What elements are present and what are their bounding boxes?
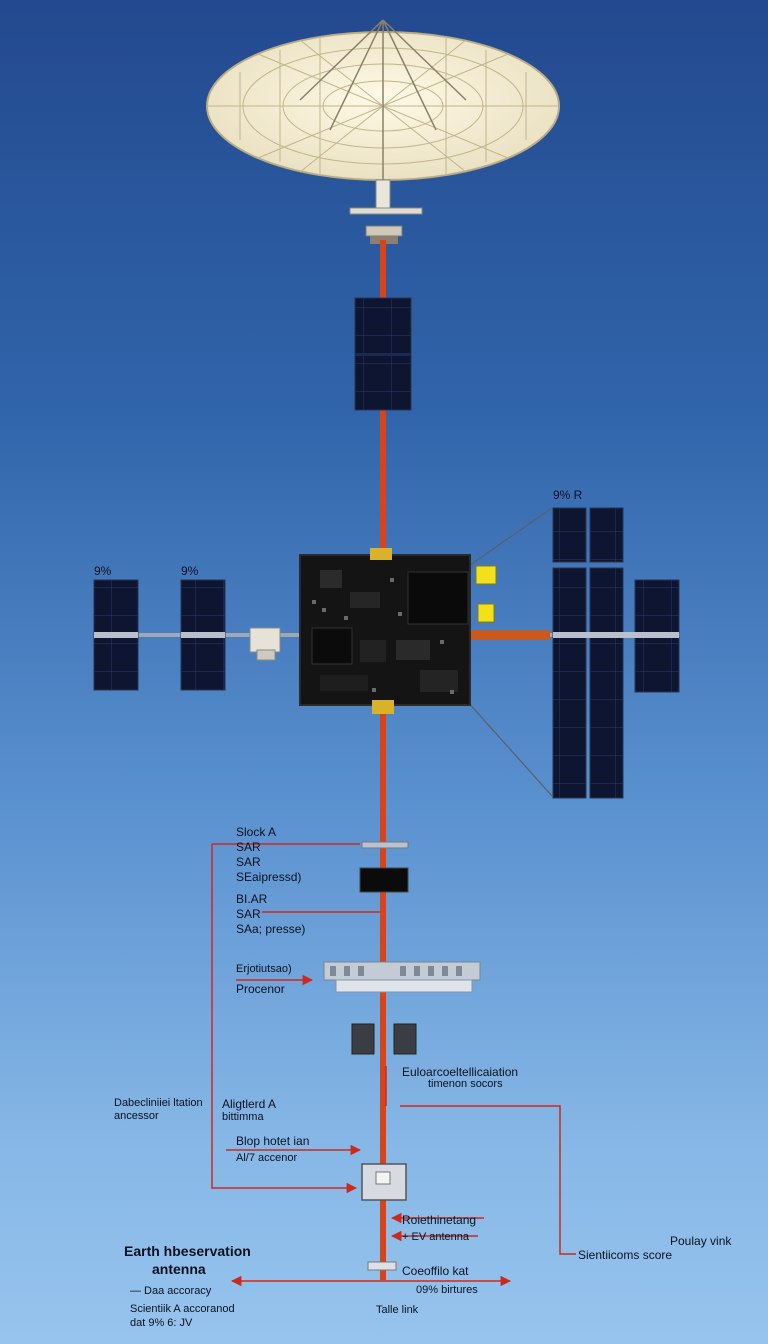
yellow-connectors [475, 565, 497, 623]
label-eripti: Erjotiutsao) [236, 963, 292, 975]
label-sar-compressed-1: SEaipressd) [236, 870, 302, 884]
label-pct-r: 9% R [553, 488, 583, 502]
label-processor: Procenor [236, 982, 285, 996]
label-euclid-2: timenon socors [428, 1078, 503, 1090]
label-table-link: Talle link [376, 1304, 419, 1316]
label-roiethine: Roiethinetang [402, 1213, 477, 1227]
label-ev-antenna: + EV antenna [402, 1231, 469, 1243]
label-sar-1: SAR [236, 840, 261, 854]
panel-leader-lines [465, 507, 553, 797]
label-coeffic: Coeoffilo kat [402, 1264, 469, 1278]
label-slot-a: Slock A [236, 825, 277, 839]
label-dalb-2: ancessor [114, 1110, 159, 1122]
label-aligned-1: Aligtlerd A [222, 1097, 277, 1111]
left-solar-array [93, 579, 306, 691]
label-poulay: Poulay vink [670, 1234, 732, 1248]
label-sar-2: SAR [236, 855, 261, 869]
label-sar-3: SAR [236, 907, 261, 921]
label-sientiic: Sientiicoms score [578, 1248, 673, 1262]
label-pct-left-2: 9% [181, 564, 199, 578]
label-pct-left-1: 9% [94, 564, 112, 578]
label-title-line2: antenna [152, 1261, 206, 1277]
label-title-line1: Earth hbeservation [124, 1243, 251, 1259]
dish-antenna [206, 19, 560, 244]
label-euclid-1: Euloarcoeltellicaiation [402, 1065, 519, 1079]
label-data-accuracy: — Daa accoracy [130, 1285, 212, 1297]
upper-solar-panel [354, 297, 412, 411]
main-boom [380, 240, 386, 1280]
label-dat-line: dat 9% 6: JV [130, 1317, 193, 1329]
label-scientific-accuracy: Scientiik A accoranod [130, 1303, 235, 1315]
label-dalb-1: Dabecliniiei ltation [114, 1097, 203, 1109]
callout-lines [211, 843, 576, 1287]
label-aligned-2: bittimma [222, 1111, 264, 1123]
label-blop-2: Al/7 accenor [236, 1152, 298, 1164]
label-blop-1: Blop hotet ian [236, 1134, 310, 1148]
satellite-bus-board [299, 548, 471, 714]
boom-components [323, 841, 481, 1271]
label-features: 09% birtures [416, 1284, 478, 1296]
label-blar: BI.AR [236, 892, 268, 906]
right-solar-array [470, 507, 680, 799]
label-sar-compressed-2: SAa; presse) [236, 922, 306, 936]
